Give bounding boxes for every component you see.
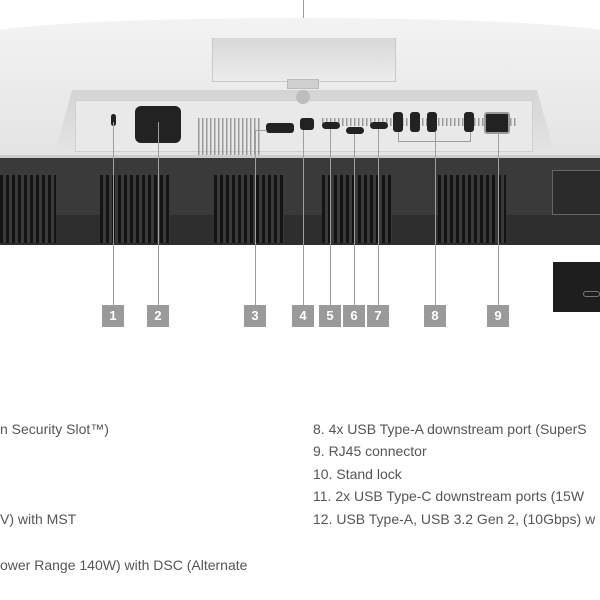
- callout-1: 1: [102, 305, 124, 327]
- callout-2: 2: [147, 305, 169, 327]
- description-11: 11. 2x USB Type-C downstream ports (15W: [313, 488, 585, 504]
- displayport-out: [370, 122, 388, 129]
- description-10: 10. Stand lock: [313, 466, 402, 482]
- stand-mount: [212, 38, 396, 82]
- description-12: 12. USB Type-A, USB 3.2 Gen 2, (10Gbps) …: [313, 511, 596, 527]
- usb-a-port: [464, 112, 474, 132]
- leader-bracket: [398, 132, 471, 142]
- panel-grill: [198, 118, 260, 158]
- side-port-cover: [552, 170, 600, 215]
- callout-6: 6: [343, 305, 365, 327]
- vent: [214, 175, 284, 243]
- displayport-in: [300, 118, 314, 130]
- description-left-4: V) with MST: [0, 511, 77, 527]
- vent: [322, 175, 392, 243]
- description-left-6: ower Range 140W) with DSC (Alternate: [0, 557, 248, 573]
- hdmi-port: [266, 123, 294, 133]
- leader-line: [435, 132, 436, 305]
- leader-line: [354, 134, 355, 305]
- usb-a-port: [427, 112, 437, 132]
- usb-c-port: [322, 122, 340, 129]
- leader-line: [255, 130, 256, 305]
- security-slot: [111, 114, 116, 126]
- vent: [0, 175, 56, 243]
- rj45-port: [484, 112, 510, 134]
- leader-line: [330, 129, 331, 305]
- callout-5: 5: [319, 305, 341, 327]
- stand-lock-button: [296, 90, 310, 104]
- leader-line: [158, 122, 159, 305]
- leader-line: [255, 130, 267, 131]
- monitor-rear-image: 1 2 3 4 5 6 7 8 9: [0, 0, 600, 327]
- vent: [100, 175, 170, 243]
- side-usb-c-port: [583, 291, 600, 297]
- stand-lock: [287, 79, 319, 89]
- leader-line: [378, 129, 379, 305]
- callout-4: 4: [292, 305, 314, 327]
- usb-c-port: [346, 127, 364, 134]
- callout-9: 9: [487, 305, 509, 327]
- callout-3: 3: [244, 305, 266, 327]
- usb-a-port: [393, 112, 403, 132]
- leader-line: [303, 130, 304, 305]
- description-left-1: n Security Slot™): [0, 421, 109, 437]
- side-port-detail: [553, 262, 600, 312]
- description-9: 9. RJ45 connector: [313, 443, 427, 459]
- leader-line: [498, 134, 499, 305]
- usb-a-port: [410, 112, 420, 132]
- vent: [438, 175, 506, 243]
- callout-8: 8: [424, 305, 446, 327]
- callout-7: 7: [367, 305, 389, 327]
- description-8: 8. 4x USB Type-A downstream port (SuperS: [313, 421, 587, 437]
- bottom-edge: [0, 215, 600, 245]
- leader-line: [113, 122, 114, 305]
